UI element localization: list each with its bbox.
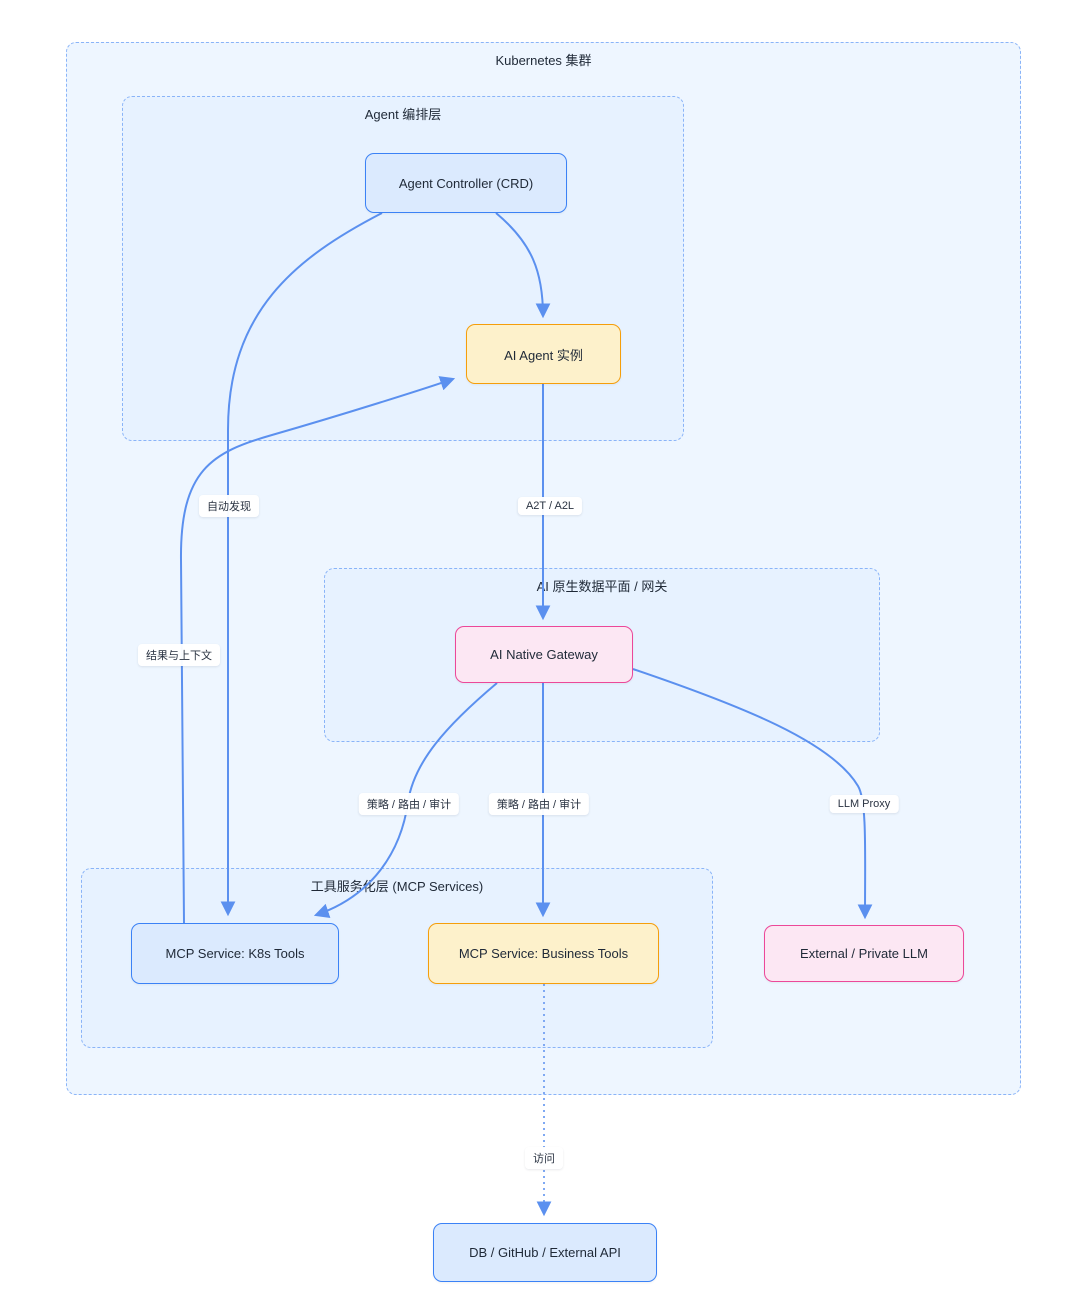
container-agent-layer-title: Agent 编排层 xyxy=(364,107,442,122)
container-agent-layer: Agent 编排层 xyxy=(122,96,684,441)
node-ai-agent-label: AI Agent 实例 xyxy=(504,347,583,363)
node-agent-controller: Agent Controller (CRD) xyxy=(365,153,567,213)
edge-label-auto-discovery: 自动发现 xyxy=(199,495,259,517)
node-mcp-business-tools-label: MCP Service: Business Tools xyxy=(458,946,629,961)
edge-label-results-context: 结果与上下文 xyxy=(138,644,220,666)
node-external-private-llm-label: External / Private LLM xyxy=(800,946,928,961)
edge-label-policy-route-audit-2: 策略 / 路由 / 审计 xyxy=(488,793,590,815)
node-mcp-business-tools: MCP Service: Business Tools xyxy=(428,923,659,984)
node-ai-native-gateway: AI Native Gateway xyxy=(455,626,633,683)
container-gateway-layer-title: AI 原生数据平面 / 网关 xyxy=(536,579,668,594)
edge-label-access: 访问 xyxy=(525,1147,563,1169)
node-db-github-external-api: DB / GitHub / External API xyxy=(433,1223,657,1282)
container-mcp-layer-title: 工具服务化层 (MCP Services) xyxy=(310,879,484,894)
edge-label-llm-proxy: LLM Proxy xyxy=(829,795,899,813)
node-db-github-external-api-label: DB / GitHub / External API xyxy=(469,1245,621,1260)
node-external-private-llm: External / Private LLM xyxy=(764,925,964,982)
edge-label-a2t-a2l: A2T / A2L xyxy=(517,497,583,515)
node-mcp-k8s-tools-label: MCP Service: K8s Tools xyxy=(165,946,305,961)
container-kubernetes-title: Kubernetes 集群 xyxy=(495,53,592,68)
node-ai-native-gateway-label: AI Native Gateway xyxy=(490,647,598,662)
edge-label-policy-route-audit-1: 策略 / 路由 / 审计 xyxy=(358,793,460,815)
node-mcp-k8s-tools: MCP Service: K8s Tools xyxy=(131,923,339,984)
node-agent-controller-label: Agent Controller (CRD) xyxy=(398,175,534,191)
node-ai-agent: AI Agent 实例 xyxy=(466,324,621,384)
